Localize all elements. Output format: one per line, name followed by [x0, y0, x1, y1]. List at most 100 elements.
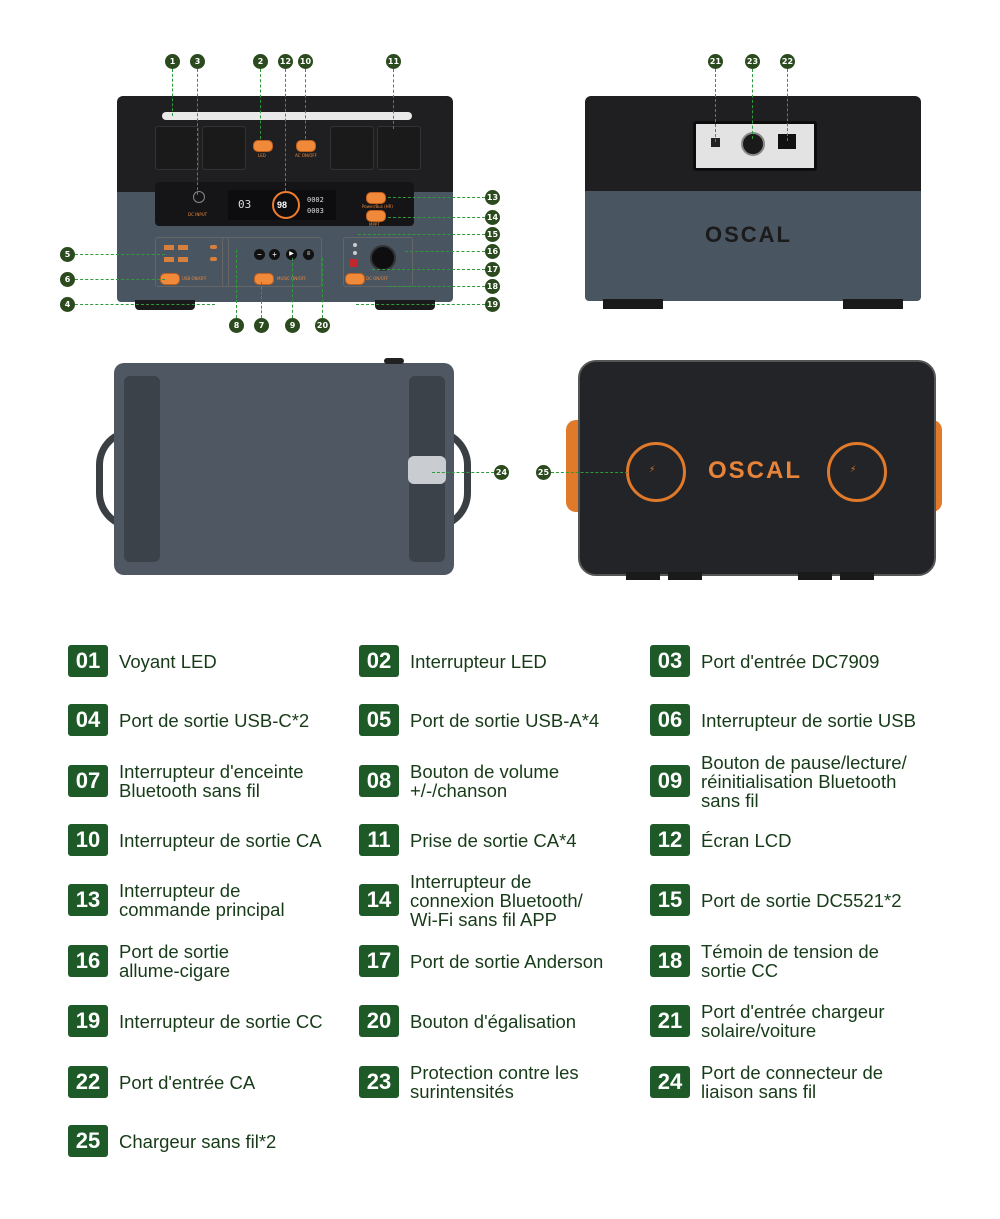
- legend-number-badge: 25: [68, 1125, 108, 1157]
- bottom-button: [384, 358, 404, 364]
- iot-button[interactable]: [366, 210, 386, 222]
- ac-switch-label: AC ON/OFF: [295, 153, 317, 158]
- legend-label-line: Port de sortie USB-A*4: [410, 709, 600, 731]
- top-foot: [798, 572, 832, 580]
- legend-label-line: réinitialisation Bluetooth: [701, 770, 897, 792]
- top-logo: OSCAL: [708, 457, 802, 484]
- dc-switch-button[interactable]: [345, 273, 365, 285]
- callout-15: 15: [485, 227, 500, 242]
- legend-number-badge: 17: [359, 945, 399, 977]
- ac-socket: [377, 126, 421, 170]
- legend-label: Voyant LED: [119, 652, 217, 671]
- callout-10: 10: [298, 54, 313, 69]
- callout-leader: [432, 472, 494, 473]
- legend-number-badge: 22: [68, 1066, 108, 1098]
- callout-leader: [358, 234, 485, 235]
- legend-label-line: sortie CC: [701, 960, 779, 981]
- legend-number-badge: 02: [359, 645, 399, 677]
- callout-7: 7: [254, 318, 269, 333]
- lcd-right-bottom-value: 0003: [307, 207, 324, 215]
- legend-label-line: allume-cigare: [119, 960, 231, 981]
- legend-number-badge: 03: [650, 645, 690, 677]
- ac-switch-button[interactable]: [296, 140, 316, 152]
- speaker-switch-button[interactable]: [254, 273, 274, 285]
- legend-label-line: Bluetooth sans fil: [119, 780, 260, 801]
- callout-leader: [172, 69, 173, 116]
- ac-socket: [155, 126, 199, 170]
- legend-label: Port de sortie USB-A*4: [410, 711, 599, 730]
- top-view: ⚡ ⚡ OSCAL: [566, 360, 944, 580]
- callout-leader: [261, 282, 262, 318]
- legend-label-line: Témoin de tension de: [701, 941, 879, 962]
- volume-plus-button[interactable]: +: [269, 249, 280, 260]
- play-pause-button[interactable]: ▶: [286, 249, 297, 260]
- legend-item: 04 Port de sortie USB-C*2: [68, 704, 309, 736]
- dc5521-port: [353, 243, 357, 247]
- wireless-link-connector: [408, 456, 446, 484]
- legend-label-line: Port de sortie DC5521*2: [701, 889, 902, 911]
- legend-label: Port de sortie Anderson: [410, 952, 603, 971]
- callout-leader: [236, 250, 237, 318]
- ac-socket: [202, 126, 246, 170]
- lcd-gauge: [272, 191, 300, 219]
- equalizer-button[interactable]: ≡: [303, 249, 314, 260]
- charging-bolt-icon: ⚡: [850, 464, 857, 474]
- legend-label-line: Écran LCD: [701, 829, 792, 851]
- legend-number-badge: 23: [359, 1066, 399, 1098]
- callout-leader: [75, 304, 215, 305]
- callout-8: 8: [229, 318, 244, 333]
- overcurrent-protector: [741, 132, 765, 156]
- legend-number-badge: 04: [68, 704, 108, 736]
- callout-4: 4: [60, 297, 75, 312]
- legend-label-line: Wi-Fi sans fil APP: [410, 908, 557, 930]
- callout-leader: [715, 69, 716, 142]
- legend-label: Prise de sortie CA*4: [410, 831, 577, 850]
- solar-input-port: [711, 138, 720, 147]
- callout-leader: [305, 69, 306, 139]
- callout-leader: [388, 197, 485, 198]
- legend-label-line: Port de sortie Anderson: [410, 950, 604, 972]
- top-foot: [626, 572, 660, 580]
- callout-leader: [75, 279, 165, 280]
- legend-label-line: Bouton d'égalisation: [410, 1010, 577, 1032]
- legend-item: 17 Port de sortie Anderson: [359, 945, 603, 977]
- callout-17: 17: [485, 262, 500, 277]
- callout-leader: [752, 69, 753, 139]
- legend-label-line: Port de sortie: [119, 941, 230, 962]
- volume-minus-button[interactable]: −: [254, 249, 265, 260]
- led-switch-button[interactable]: [253, 140, 273, 152]
- main-power-button[interactable]: [366, 192, 386, 204]
- legend-label-line: Interrupteur de sortie CA: [119, 829, 322, 851]
- usb-a-port: [164, 257, 174, 262]
- charging-bolt-icon: ⚡: [649, 464, 656, 474]
- callout-9: 9: [285, 318, 300, 333]
- callout-leader: [285, 69, 286, 191]
- legend-number-badge: 11: [359, 824, 399, 856]
- lcd-left-value: 03: [238, 198, 252, 211]
- callout-leader: [372, 269, 485, 270]
- legend-label-line: Protection contre les: [410, 1062, 579, 1083]
- callout-11: 11: [386, 54, 401, 69]
- legend-label-line: Port de sortie USB-C*2: [119, 709, 310, 731]
- bottom-view: [96, 358, 471, 580]
- legend-number-badge: 08: [359, 765, 399, 797]
- callout-leader: [356, 304, 485, 305]
- legend-number-badge: 24: [650, 1066, 690, 1098]
- front-foot-right: [375, 300, 435, 310]
